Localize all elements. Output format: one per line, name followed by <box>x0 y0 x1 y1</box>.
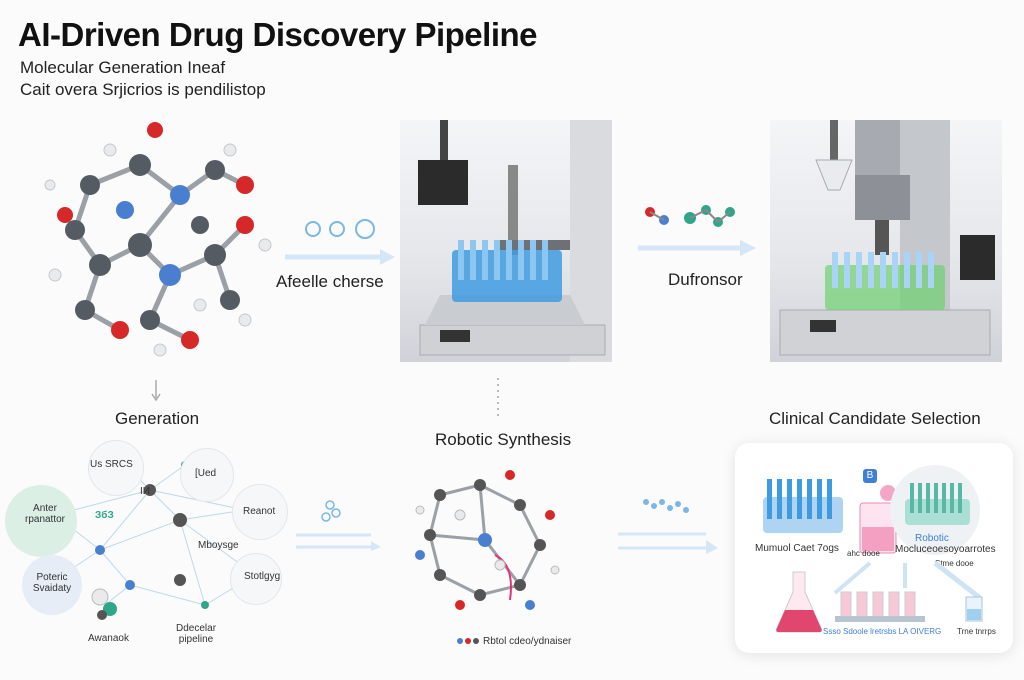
network-node-leftlower-label: Poteric Svaidaty <box>32 572 72 594</box>
network-node-top <box>180 448 234 502</box>
stage-generation: Generation <box>115 409 200 428</box>
clinical-label-left: Mumuol Caet 7ogs <box>755 543 839 554</box>
network-node-top-label: [Ued <box>195 468 217 479</box>
stage-robotic-synthesis: Robotic Synthesis <box>435 430 572 449</box>
arrow-right-4 <box>618 499 718 554</box>
arrow-right-1 <box>285 219 395 265</box>
clinical-flow-arrows <box>833 561 982 600</box>
network-node-topleft-label: Us SRCS <box>90 459 133 470</box>
arrow-label-1: Afeelle cherse <box>276 272 384 291</box>
clinical-label-mid-small: ahc dooe <box>847 549 880 558</box>
network-mini-label-1: ЗбЗ <box>95 510 114 521</box>
clinical-selection-panel: B Mumuol Caet 7ogs Robotic Mocluceoesoyo… <box>735 443 1013 653</box>
network-node-leftlower <box>22 555 82 615</box>
tiny-molecule-icon <box>457 638 479 644</box>
info-badge: B <box>863 469 877 483</box>
dotted-connector <box>497 378 499 418</box>
network-node-right-label: Reanot <box>243 506 276 517</box>
clinical-label-bottom-right: Trne tnrrps <box>957 627 996 636</box>
well-plate-icon-2 <box>905 483 970 525</box>
synthesis-caption: Rbtol cdeo/ydnaiser <box>483 636 572 647</box>
network-node-topleft <box>88 440 144 496</box>
network-node-rightlower-label: Stotlgyg <box>244 571 281 582</box>
network-node-right <box>232 484 288 540</box>
network-bottom-left-label: Awanaok <box>88 633 129 644</box>
clinical-label-right-small: Stme dooe <box>935 559 974 568</box>
subtitle-line-1: Molecular Generation Ineaf <box>20 58 226 77</box>
down-arrow-generation <box>151 380 161 402</box>
test-tube-rack-icon <box>835 591 925 622</box>
vial-icon <box>965 596 983 622</box>
stage-clinical-candidate-selection: Clinical Candidate Selection <box>769 409 981 428</box>
network-node-left <box>5 485 77 557</box>
molecule-model-large <box>44 122 272 357</box>
arrow-label-2: Dufronsor <box>668 270 743 289</box>
clinical-label-right: Mocluceoesoyoarrotes <box>895 544 996 555</box>
network-node-center-label: Mboysge <box>198 540 239 551</box>
small-molecule-icon <box>91 588 117 620</box>
network-mini-label-2: IИ <box>140 486 150 497</box>
arrow-right-3 <box>296 500 381 551</box>
network-node-left-label: Anter rpanattor <box>24 503 66 525</box>
page-title: AI-Driven Drug Discovery Pipeline <box>18 16 538 53</box>
well-plate-icon-1 <box>763 479 843 533</box>
clinical-label-mid: Robotic <box>915 533 949 544</box>
clinical-label-bottom: Ssso Sdoole lretrsbs LA OIVERG <box>823 627 942 636</box>
flask-icon <box>775 571 823 633</box>
lab-robot-photo-1 <box>400 120 612 362</box>
network-bottom-right-label: Ddecelar pipeline <box>176 623 217 645</box>
molecule-model-synthesis <box>415 470 560 610</box>
arrow-right-2 <box>638 205 756 256</box>
network-node-rightlower <box>230 553 282 605</box>
subtitle-line-2: Cait overa Srjicrios is pendilistop <box>20 80 266 99</box>
lab-robot-photo-2 <box>770 120 1002 362</box>
